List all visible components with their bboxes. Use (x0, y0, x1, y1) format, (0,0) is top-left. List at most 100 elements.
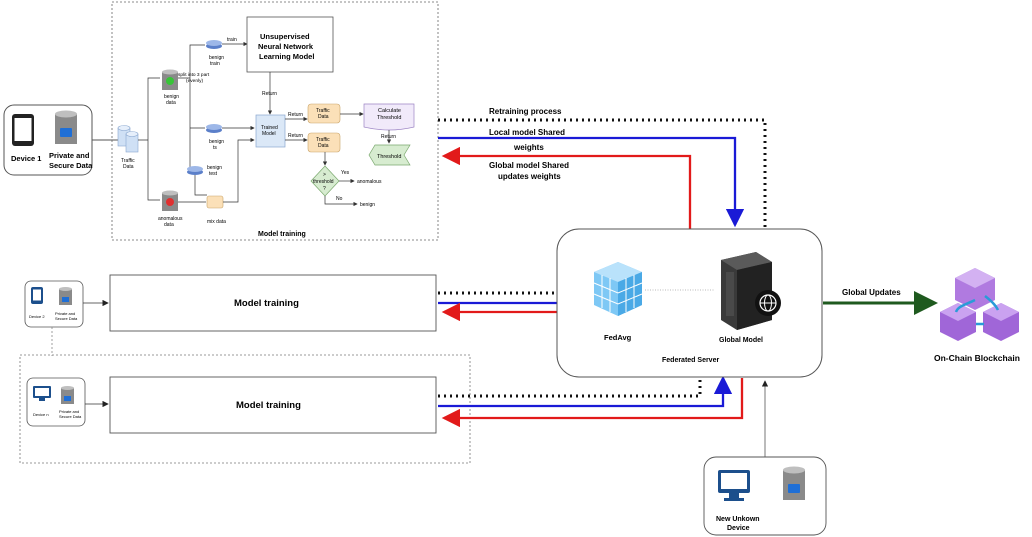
device-1-card: Device 1 Private and Secure Data (3, 104, 93, 176)
database-lock-icon (783, 466, 805, 500)
benign-data-label-1: benign (164, 94, 179, 100)
desktop-icon (33, 386, 51, 401)
database-lock-icon (59, 287, 72, 305)
anomalous-data-icon (162, 190, 178, 211)
anomalous-data-label-2: data (164, 222, 174, 228)
mix-data-label: mix data (207, 219, 226, 225)
database-lock-icon (61, 386, 74, 404)
return-label-2: Return (288, 112, 303, 118)
device-2-data-1: Private and (55, 311, 75, 316)
device-n-card: Device n Private and Secure Data (26, 377, 86, 427)
calc-threshold-label-2: Threshold (377, 115, 401, 121)
retraining-dotted-path-3 (438, 378, 702, 398)
panel-title: Model training (258, 231, 306, 238)
traffic-box-2-label-2: Data (318, 143, 329, 149)
decision-label-2: threshold (313, 179, 334, 185)
benign-ts-icon (206, 124, 222, 133)
threshold-box (368, 144, 411, 166)
benign-label: benign (360, 202, 375, 208)
globe-icon (755, 290, 781, 316)
calc-threshold-label-1: Calculate (378, 108, 401, 114)
global-shared-label-2: updates weights (498, 172, 561, 181)
traffic-data-box-2 (307, 132, 341, 153)
split-label-1: split into 3 part (178, 72, 210, 78)
anomalous-label: anomalous (357, 179, 382, 185)
device-n-data-2: Secure Data (59, 414, 82, 419)
traffic-box-1-label-2: Data (318, 114, 329, 120)
benign-test-label-1: benign (207, 165, 222, 171)
traffic-box-1-label-1: Traffic (316, 108, 330, 114)
federated-server: FedAvg Global Model Federated Server (556, 228, 823, 378)
device-2-card: Device 2 Private and Secure Data (24, 280, 84, 328)
new-device-label-1: New Unkown (716, 516, 760, 523)
return-label-1: Return (262, 91, 277, 97)
global-updates-label: Global Updates (842, 288, 901, 297)
trained-model-box (255, 114, 286, 148)
local-weights-arrow-3 (438, 375, 733, 408)
split-label-2: (evenly) (186, 78, 203, 84)
unsupervised-model-box (246, 16, 334, 73)
device-1-name: Device 1 (11, 154, 41, 163)
benign-ts-label-1: benign (209, 139, 224, 145)
decision-label-1: > (323, 172, 326, 178)
return-label-3: Return (288, 133, 303, 139)
trained-model-label-1: Trained (261, 125, 278, 131)
benign-train-label-2: train (210, 61, 220, 67)
traffic-data-label-1: Traffic (121, 158, 135, 164)
database-lock-icon (55, 110, 77, 144)
global-weights-arrow-3 (441, 378, 744, 428)
traffic-data-label-2: Data (123, 164, 134, 170)
unsupervised-label-1: Unsupervised (260, 32, 310, 41)
train-label: train (227, 37, 237, 43)
trained-model-label-2: Model (262, 131, 276, 137)
device-n-group (19, 354, 471, 464)
calculate-threshold-box (363, 103, 415, 131)
no-label: No (336, 196, 343, 202)
model-training-panel: Traffic Data benign data anomalous data … (111, 1, 439, 241)
mix-data-icon (206, 195, 224, 209)
tablet-icon (12, 114, 34, 146)
return-label-4: Return (381, 134, 396, 140)
device-2-data-2: Secure Data (55, 316, 78, 321)
threshold-label: Threshold (377, 154, 401, 160)
model-training-box-n-label: Model training (236, 400, 301, 411)
model-training-box-2-label: Model training (234, 298, 299, 309)
device-1-data-line1: Private and (49, 151, 90, 160)
traffic-data-box-1 (307, 103, 341, 124)
new-device-card: New Unkown Device (703, 456, 827, 536)
device-n-name: Device n (33, 412, 49, 417)
yes-label: Yes (341, 170, 350, 176)
model-training-box-n (109, 376, 437, 434)
benign-test-icon (187, 166, 203, 175)
global-model-label: Global Model (719, 337, 763, 344)
global-shared-label-1: Global model Shared (489, 161, 569, 170)
decision-label-3: ? (323, 186, 326, 192)
benign-test-label-2: test (209, 171, 218, 177)
benign-train-icon (206, 40, 222, 49)
retraining-label: Retraining process (489, 107, 562, 116)
local-shared-label-1: Local model Shared (489, 128, 565, 137)
benign-ts-label-2: ts (213, 145, 217, 151)
model-training-box-2 (109, 274, 437, 332)
federated-server-title: Federated Server (662, 357, 719, 364)
fedavg-cube-icon (593, 262, 643, 316)
local-weights-arrow-1 (438, 136, 745, 228)
anomalous-data-label-1: anomalous (158, 216, 183, 222)
tablet-icon (31, 287, 43, 304)
desktop-icon (718, 470, 750, 501)
traffic-data-icon (117, 125, 139, 153)
unsupervised-label-3: Learning Model (259, 52, 314, 61)
benign-train-label-1: benign (209, 55, 224, 61)
device-n-data-1: Private and (59, 409, 79, 414)
local-shared-label-2: weights (513, 143, 544, 152)
global-weights-arrow-1 (441, 146, 692, 230)
fedavg-label: FedAvg (604, 333, 632, 342)
new-device-label-2: Device (727, 525, 750, 532)
benign-data-label-2: data (166, 100, 176, 106)
blockchain-icon (940, 268, 1019, 341)
retraining-dotted-path (438, 118, 767, 230)
traffic-box-2-label-1: Traffic (316, 137, 330, 143)
device-2-name: Device 2 (29, 314, 45, 319)
benign-data-icon (162, 69, 178, 90)
